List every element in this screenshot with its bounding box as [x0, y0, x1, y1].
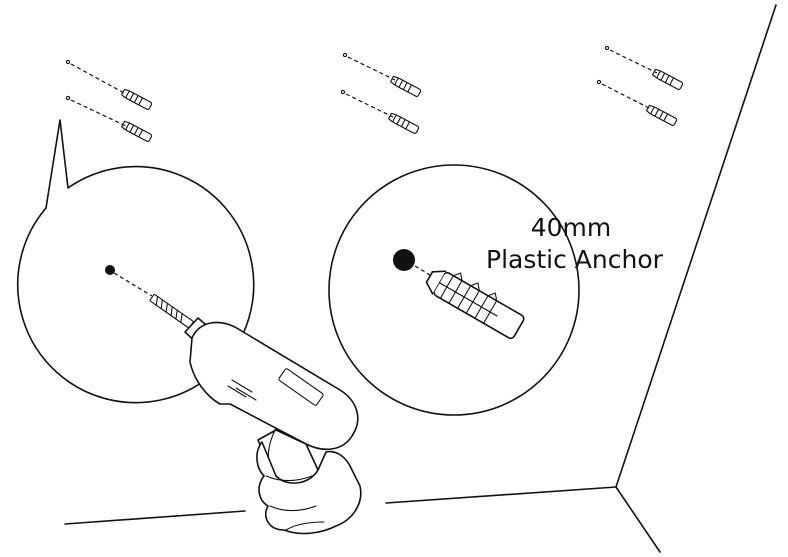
- anchor-hole: [393, 249, 415, 271]
- anchor-type-label: Plastic Anchor: [486, 245, 663, 274]
- wall-anchor-markers: [65, 45, 684, 142]
- anchor-callout-label: 40mm Plastic Anchor: [486, 212, 663, 276]
- anchor-size-label: 40mm: [530, 213, 612, 242]
- plastic-anchor: [425, 270, 525, 340]
- anchor-marker-top-right-2: [596, 79, 678, 126]
- anchor-marker-top-left-2: [65, 95, 153, 142]
- anchor-marker-top-mid-2: [340, 89, 420, 134]
- anchor-detail-callout: [328, 164, 580, 416]
- hand-icon: [256, 441, 362, 535]
- room-walls: [64, 4, 777, 553]
- anchor-marker-top-mid-1: [342, 52, 422, 97]
- drill-hole: [105, 265, 115, 275]
- anchor-marker-top-left-1: [65, 59, 153, 110]
- anchor-marker-top-right-1: [604, 45, 684, 90]
